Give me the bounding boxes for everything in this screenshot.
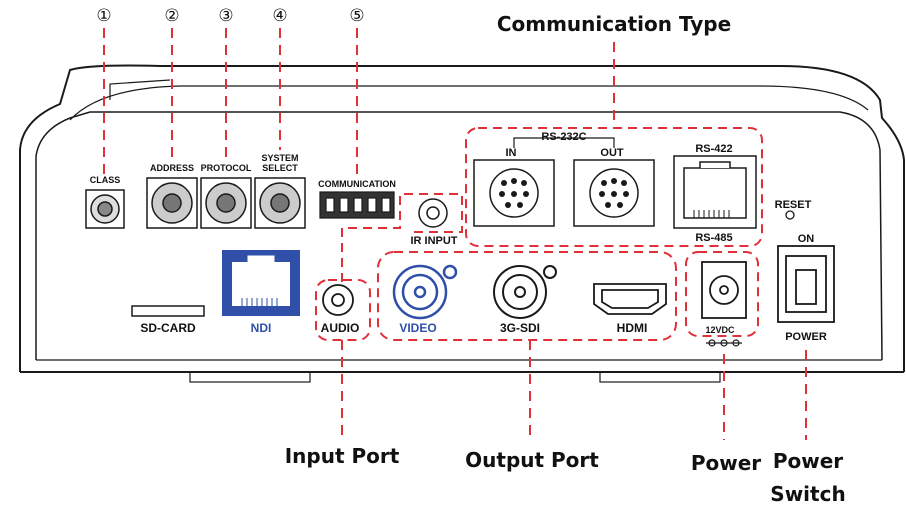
output-port-caption: Output Port xyxy=(465,448,599,472)
reset-button xyxy=(785,210,795,220)
dc-polarity-icon xyxy=(706,339,742,347)
communication-dip-switch xyxy=(319,191,395,219)
sdi-label: 3G-SDI xyxy=(499,321,541,335)
rs232c-pins xyxy=(499,178,629,208)
rs422-rs485-port xyxy=(673,155,757,229)
dc-jack xyxy=(701,261,747,319)
audio-label: AUDIO xyxy=(320,321,360,335)
ir-input-label: IR INPUT xyxy=(410,235,458,247)
ndi-port xyxy=(222,250,300,316)
sd-card-label: SD-CARD xyxy=(140,321,196,335)
sdi-bnc xyxy=(493,265,557,319)
class-label: CLASS xyxy=(89,175,121,185)
ndi-label: NDI xyxy=(250,321,272,335)
protocol-label: PROTOCOL xyxy=(200,163,252,173)
system-select-label-line2: SELECT xyxy=(262,163,298,173)
input-port-caption: Input Port xyxy=(284,444,400,468)
address-label: ADDRESS xyxy=(149,163,195,173)
rotary-switch-group xyxy=(146,177,306,229)
dc-label: 12VDC xyxy=(705,325,735,335)
power-switch xyxy=(777,245,835,323)
power-on-label: ON xyxy=(797,233,815,245)
power-switch-caption-line2: Switch xyxy=(770,482,846,506)
callout-number-1: ① xyxy=(96,6,112,26)
system-select-label-line1: SYSTEM xyxy=(261,153,299,163)
rs422-label: RS-422 xyxy=(695,143,733,155)
power-caption: Power xyxy=(690,451,762,475)
video-bnc xyxy=(392,264,458,320)
rs232c-bracket xyxy=(513,137,615,148)
ir-input-jack xyxy=(418,198,448,228)
rs232c-in-label: IN xyxy=(505,147,517,159)
video-label: VIDEO xyxy=(399,321,437,335)
communication-type-caption: Communication Type xyxy=(496,12,732,36)
power-label: POWER xyxy=(785,331,827,343)
rs232c-out-label: OUT xyxy=(600,147,624,159)
power-switch-caption-line1: Power xyxy=(772,449,844,473)
rs485-label: RS-485 xyxy=(695,232,733,244)
callout-number-2: ② xyxy=(164,6,180,26)
rs422-contacts xyxy=(693,210,730,218)
class-switch xyxy=(85,189,125,229)
audio-jack xyxy=(322,284,354,316)
hdmi-label: HDMI xyxy=(616,321,648,335)
callout-number-5: ⑤ xyxy=(349,6,365,26)
dashed-group-outlines xyxy=(315,127,763,341)
callout-number-4: ④ xyxy=(272,6,288,26)
callout-number-3: ③ xyxy=(218,6,234,26)
reset-label: RESET xyxy=(774,199,812,211)
hdmi-port xyxy=(593,283,667,315)
communication-label: COMMUNICATION xyxy=(318,179,396,189)
rs232c-label: RS-232C xyxy=(541,131,587,143)
device-body xyxy=(19,64,905,383)
callout-leader-lines xyxy=(103,28,807,440)
sd-card-slot xyxy=(131,305,205,317)
